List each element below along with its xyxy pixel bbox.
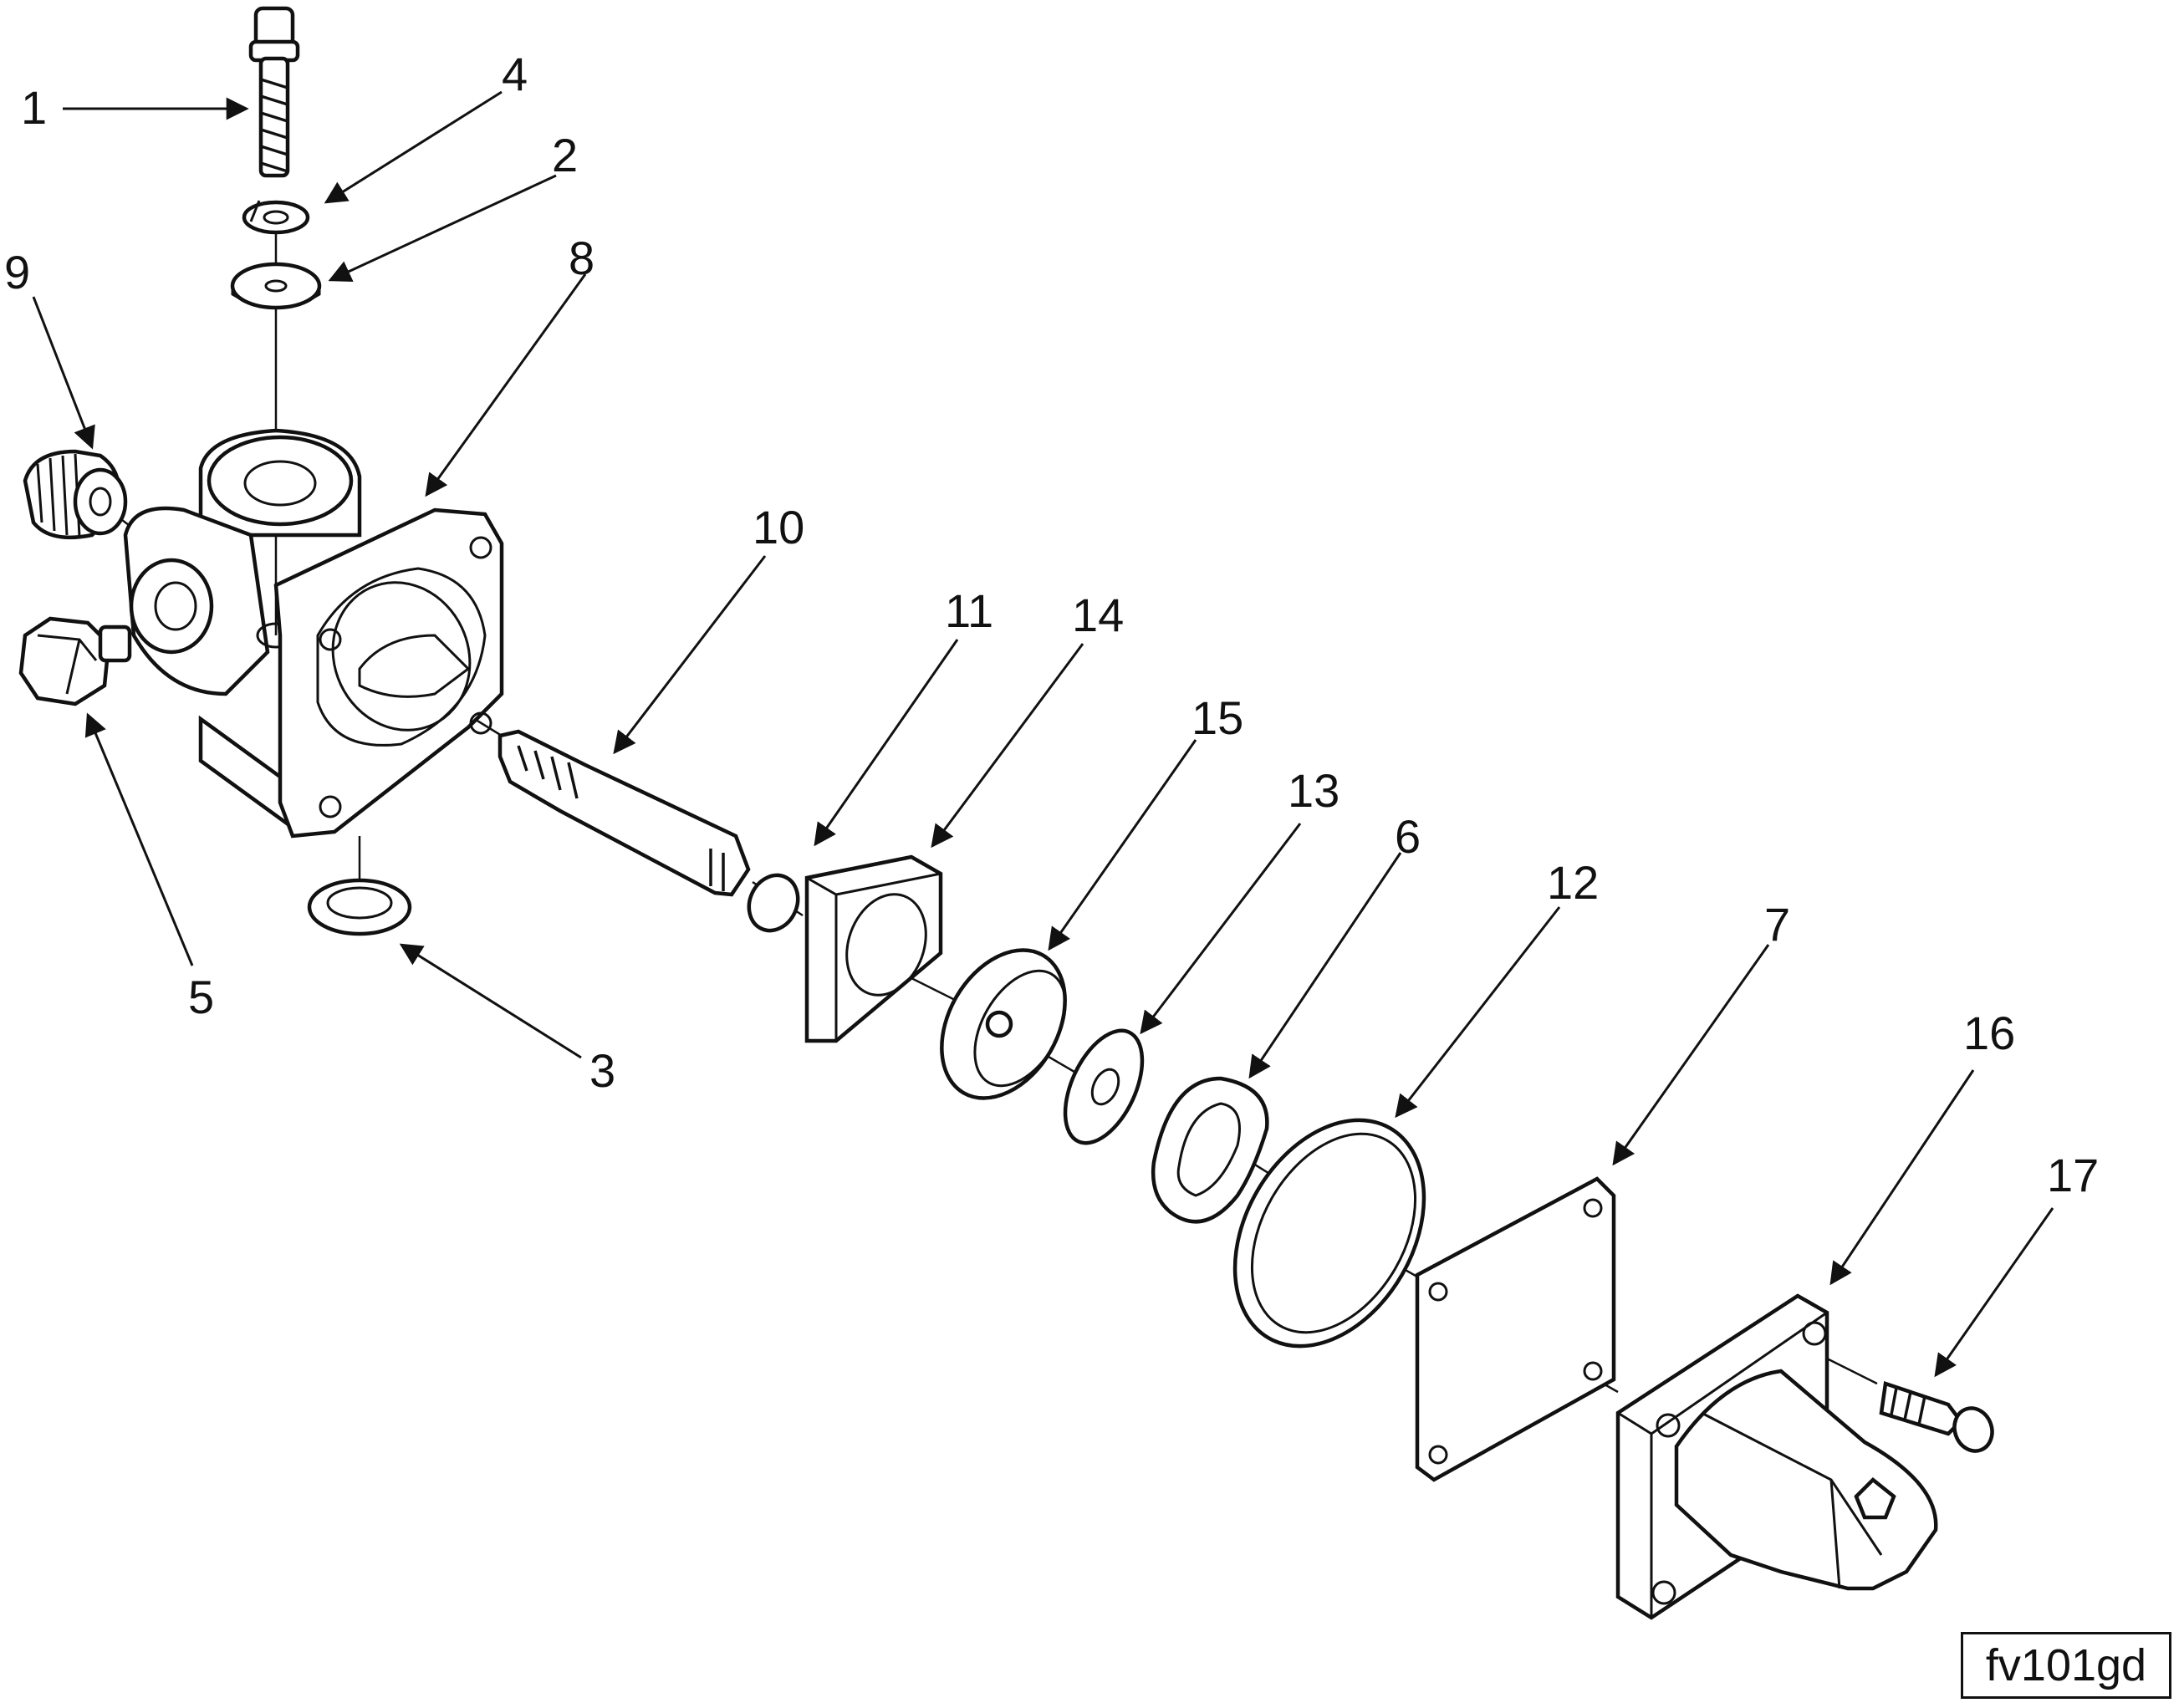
figure-code-label: fv101gd xyxy=(1961,1632,2171,1699)
callout-1: 1 xyxy=(21,81,47,134)
callout-12: 12 xyxy=(1547,856,1599,909)
hex-plug-part-5 xyxy=(18,616,132,706)
callout-10: 10 xyxy=(753,501,804,553)
flat-washer-part-2 xyxy=(230,262,322,310)
callout-14: 14 xyxy=(1072,589,1124,641)
callout-16: 16 xyxy=(1963,1007,2015,1059)
seal-ring-part-12 xyxy=(1232,1118,1426,1349)
callout-5: 5 xyxy=(188,971,214,1023)
bolt-part-1 xyxy=(248,6,300,178)
callout-15: 15 xyxy=(1192,691,1243,744)
callout-labels: 1 2 3 4 5 6 7 8 9 10 11 12 13 14 15 16 1… xyxy=(4,48,2099,1201)
callout-4: 4 xyxy=(502,48,528,100)
callout-17: 17 xyxy=(2047,1149,2099,1201)
o-ring xyxy=(747,873,800,933)
callout-6: 6 xyxy=(1395,810,1421,863)
gasket-plate-part-7 xyxy=(1415,1176,1616,1482)
cam-plate-part-6 xyxy=(1151,1076,1269,1224)
callout-3: 3 xyxy=(589,1044,615,1097)
actuator-housing-part-16 xyxy=(1615,1293,1938,1620)
leader-lines xyxy=(32,90,2054,1378)
screw-part-17 xyxy=(1879,1381,1994,1453)
callout-13: 13 xyxy=(1288,764,1339,817)
gasket-ring-part-3 xyxy=(307,878,412,936)
callout-9: 9 xyxy=(4,246,30,298)
valve-stem-part-10 xyxy=(498,729,751,897)
strainer-cap-part-9 xyxy=(23,449,128,540)
disc-part-15 xyxy=(1063,1028,1145,1145)
lock-washer-part-4 xyxy=(242,200,310,235)
callout-11: 11 xyxy=(945,584,993,637)
valve-body-part-8 xyxy=(123,428,504,839)
cup-part-14 xyxy=(940,948,1067,1100)
callout-7: 7 xyxy=(1764,898,1790,951)
callout-8: 8 xyxy=(569,232,594,284)
callout-2: 2 xyxy=(552,129,578,181)
flange-plate-part-11 xyxy=(804,854,943,1043)
